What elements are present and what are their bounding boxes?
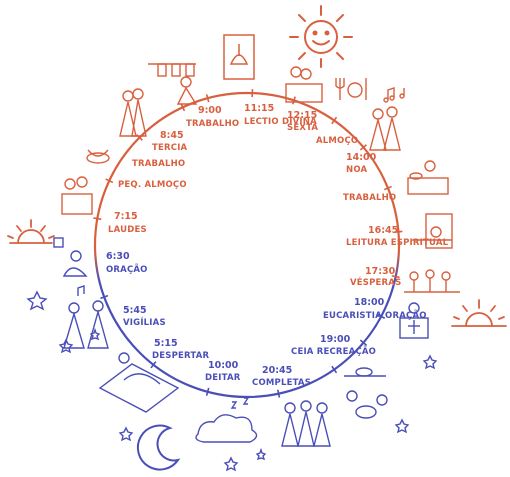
ring-tick (276, 389, 281, 398)
svg-text:TRABALHO: TRABALHO (343, 193, 396, 203)
vespers-vignette (404, 269, 460, 293)
ring-tick (205, 94, 210, 103)
ring-tick (105, 178, 114, 184)
sister-at-table-vignette (285, 66, 323, 103)
label-ceia: 19:00 CEIA RECREAÇÃO (291, 334, 376, 357)
svg-text:14:00: 14:00 (346, 152, 377, 163)
label-oracao: 6:30 ORAÇÃO (106, 251, 148, 275)
svg-text:18:00: 18:00 (354, 297, 385, 308)
ring-tick (331, 116, 338, 125)
svg-text:11:15: 11:15 (244, 103, 274, 114)
ring-tick (359, 144, 368, 151)
svg-text:DESPERTAR: DESPERTAR (152, 351, 209, 361)
label-despertar: 5:15 DESPERTAR (152, 338, 209, 361)
label-eucaristia: 18:00 EUCARISTIA ORAÇÃO (323, 297, 427, 321)
ring-ticks (93, 89, 403, 398)
svg-text:LEITURA ESPIRITUAL: LEITURA ESPIRITUAL (346, 238, 449, 248)
label-trabalho-afternoon: TRABALHO (343, 193, 396, 203)
label-noa: 14:00 NOA (346, 152, 377, 175)
ring-tick (383, 185, 392, 191)
svg-text:20:45: 20:45 (262, 365, 292, 376)
sunrise-icon (7, 219, 55, 244)
svg-text:LAUDES: LAUDES (108, 225, 147, 235)
svg-text:DEITAR: DEITAR (205, 373, 241, 383)
ring-tick (391, 274, 400, 279)
svg-text:NOA: NOA (346, 165, 368, 175)
sunset-icon (451, 299, 507, 327)
label-lectio-divina: 11:15 LECTIO DIVINA (244, 103, 317, 127)
breakfast-icon (86, 149, 110, 164)
reading-vignette (412, 213, 453, 249)
ring-tick (394, 230, 403, 233)
label-vesperas: 17:30 VÉSPERAS (350, 266, 401, 288)
svg-text:LECTIO DIVINA: LECTIO DIVINA (244, 117, 317, 127)
label-almoco: ALMOÇO (316, 136, 358, 146)
svg-text:COMPLETAS: COMPLETAS (252, 378, 311, 388)
label-deitar: 10:00 DEITAR (205, 360, 241, 383)
svg-text:TRABALHO: TRABALHO (132, 159, 185, 169)
label-peq-almoco: PEQ. ALMOÇO (118, 180, 187, 190)
label-vigilias: 5:45 VIGÍLIAS (123, 305, 166, 328)
svg-text:CEIA RECREAÇÃO: CEIA RECREAÇÃO (291, 346, 376, 357)
work-vignette (148, 63, 198, 105)
moon-icon (136, 424, 181, 471)
svg-text:5:45: 5:45 (123, 305, 147, 316)
vigils-vignette (63, 285, 109, 349)
svg-text:12:15: 12:15 (287, 110, 317, 121)
bell-icon (223, 34, 255, 80)
svg-text:17:30: 17:30 (365, 266, 396, 277)
choir-vignette (369, 106, 401, 151)
sleeping-cloud-vignette (195, 397, 258, 443)
label-leitura-espiritual: 16:45 LEITURA ESPIRITUAL (346, 225, 449, 248)
praying-figure-icon (53, 237, 88, 277)
svg-text:9:00: 9:00 (198, 105, 222, 116)
ring-tick (180, 103, 186, 112)
svg-text:PEQ. ALMOÇO: PEQ. ALMOÇO (118, 180, 187, 190)
ring-tick (331, 365, 338, 374)
stars-icon (26, 290, 438, 472)
ring-tick (359, 339, 368, 346)
svg-text:ALMOÇO: ALMOÇO (316, 136, 358, 146)
svg-text:VÉSPERAS: VÉSPERAS (350, 276, 401, 288)
svg-text:8:45: 8:45 (160, 130, 184, 141)
ring-tick (291, 96, 296, 105)
svg-text:ORAÇÃO: ORAÇÃO (106, 264, 148, 275)
ring-tick (377, 313, 386, 319)
svg-text:VIGÍLIAS: VIGÍLIAS (123, 316, 166, 328)
dining-icon (335, 78, 367, 100)
svg-text:19:00: 19:00 (320, 334, 351, 345)
label-laudes: 7:15 LAUDES (108, 211, 147, 235)
sisters-working-vignette (119, 88, 147, 137)
label-trabalho-morning: 9:00 TRABALHO (186, 105, 239, 129)
bed-icon (98, 352, 180, 413)
label-sexta: 12:15 SEXTA (287, 110, 318, 133)
svg-text:16:45: 16:45 (368, 225, 398, 236)
svg-text:TERCIA: TERCIA (152, 143, 188, 153)
ring-tick (100, 294, 109, 300)
sun-icon (289, 5, 353, 68)
ring-tick (205, 387, 210, 396)
svg-text:5:15: 5:15 (154, 338, 178, 349)
cooking-vignette (407, 160, 449, 195)
sisters-seated-vignette (61, 176, 93, 215)
label-trabalho-early: TRABALHO (132, 159, 185, 169)
ring-tick (150, 361, 157, 369)
ring-tick (93, 217, 102, 221)
svg-text:7:15: 7:15 (114, 211, 138, 222)
compline-vignette (281, 400, 331, 447)
svg-text:EUCARISTIA ORAÇÃO: EUCARISTIA ORAÇÃO (323, 310, 427, 321)
label-tercia: 8:45 TERCIA (152, 130, 188, 153)
music-notes-icon (383, 87, 405, 103)
eucharist-vignette (399, 302, 429, 339)
svg-text:SEXTA: SEXTA (287, 123, 318, 133)
recreation-vignette (344, 367, 388, 419)
schedule-ring (93, 91, 401, 399)
label-completas: 20:45 COMPLETAS (252, 365, 311, 388)
svg-text:10:00: 10:00 (208, 360, 239, 371)
svg-text:6:30: 6:30 (106, 251, 130, 262)
svg-text:TRABALHO: TRABALHO (186, 119, 239, 129)
